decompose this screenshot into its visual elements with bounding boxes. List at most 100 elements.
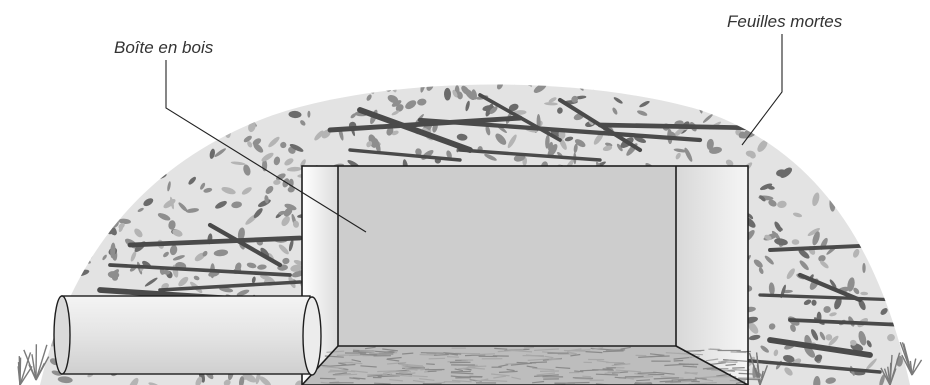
leaf	[171, 91, 178, 102]
leaf	[508, 103, 519, 112]
floor-leaf	[725, 363, 736, 366]
leaf	[564, 136, 574, 142]
grass-blade	[759, 365, 769, 385]
floor-leaf	[386, 356, 402, 360]
leaf	[905, 311, 910, 322]
leaf	[68, 119, 76, 124]
leaf	[489, 106, 498, 114]
leaf	[812, 192, 820, 207]
leaf	[252, 138, 262, 146]
leaf	[877, 191, 883, 202]
leaf	[284, 203, 297, 211]
leaf	[548, 97, 557, 103]
leaf	[711, 93, 720, 107]
leaf	[138, 182, 145, 192]
leaf	[801, 85, 816, 92]
leaf	[683, 93, 690, 99]
leaf	[236, 289, 250, 297]
floor-leaf	[579, 369, 599, 372]
floor-leaf	[659, 380, 673, 383]
leaf	[214, 148, 226, 157]
leaf	[871, 84, 880, 97]
leaf	[819, 331, 826, 341]
floor-leaf	[615, 369, 642, 373]
leaf	[602, 145, 613, 152]
leaf	[290, 93, 297, 98]
leaf	[879, 374, 885, 385]
leaf	[853, 195, 861, 207]
floor-leaf	[420, 352, 444, 354]
leaf	[71, 162, 77, 170]
leaf	[417, 98, 427, 106]
leaf	[853, 248, 860, 258]
leaf	[894, 118, 902, 129]
floor-leaf	[574, 377, 593, 380]
floor-leaf	[405, 367, 418, 371]
leaf	[46, 217, 53, 226]
leaf	[49, 139, 62, 148]
entrance-tube-front-rim	[302, 296, 322, 376]
leaf	[853, 287, 860, 295]
leaf	[288, 239, 294, 252]
leaf	[891, 138, 896, 145]
branch	[207, 222, 283, 268]
leaf	[776, 123, 793, 129]
branch	[357, 107, 473, 153]
leaf	[307, 110, 311, 118]
leaf	[799, 260, 809, 271]
leaf	[53, 143, 62, 154]
leaf	[102, 254, 107, 261]
floor-leaf	[516, 361, 528, 364]
leaf	[128, 110, 140, 124]
leaf	[854, 217, 867, 224]
floor-leaf	[529, 361, 548, 364]
leaf	[781, 97, 789, 102]
leaf	[55, 79, 70, 85]
leaf	[48, 84, 54, 94]
floor-leaf	[670, 380, 694, 384]
leaf	[178, 202, 188, 212]
leaf	[456, 133, 468, 141]
leaf	[456, 91, 463, 100]
floor-leaf	[447, 360, 469, 363]
grass-blade	[17, 362, 21, 385]
leaf	[132, 84, 136, 99]
floor-leaf	[532, 380, 545, 384]
leaf	[902, 242, 910, 248]
leaf	[209, 148, 215, 159]
leaf	[574, 139, 586, 148]
leaf	[760, 345, 769, 353]
leaf	[252, 110, 259, 117]
floor-leaf	[582, 375, 592, 378]
leaf	[847, 277, 855, 292]
leaf	[893, 122, 907, 130]
leaf	[399, 84, 410, 87]
leaf	[304, 90, 311, 104]
leaf	[858, 330, 867, 346]
leaf	[40, 143, 53, 151]
leaf	[288, 110, 302, 119]
leaf	[673, 84, 684, 90]
leaf	[866, 188, 874, 203]
floor-leaf	[359, 350, 376, 353]
leaf	[350, 113, 357, 119]
leaf	[66, 204, 75, 212]
leaf	[169, 245, 178, 256]
branch	[458, 148, 602, 162]
leaf	[264, 195, 269, 204]
leaf	[673, 148, 687, 153]
leaf	[891, 218, 898, 226]
leaf	[172, 122, 182, 128]
branch	[417, 117, 703, 143]
leaf	[758, 267, 764, 274]
leaf	[797, 115, 804, 126]
leaf	[888, 108, 896, 121]
floor-leaf	[367, 373, 388, 376]
leaf	[825, 377, 836, 384]
floor-leaf	[377, 370, 396, 373]
leaf	[771, 230, 781, 240]
leaf	[253, 143, 264, 153]
floor-leaf	[709, 362, 726, 366]
leaf	[290, 84, 296, 92]
floor-leaf	[420, 368, 430, 371]
